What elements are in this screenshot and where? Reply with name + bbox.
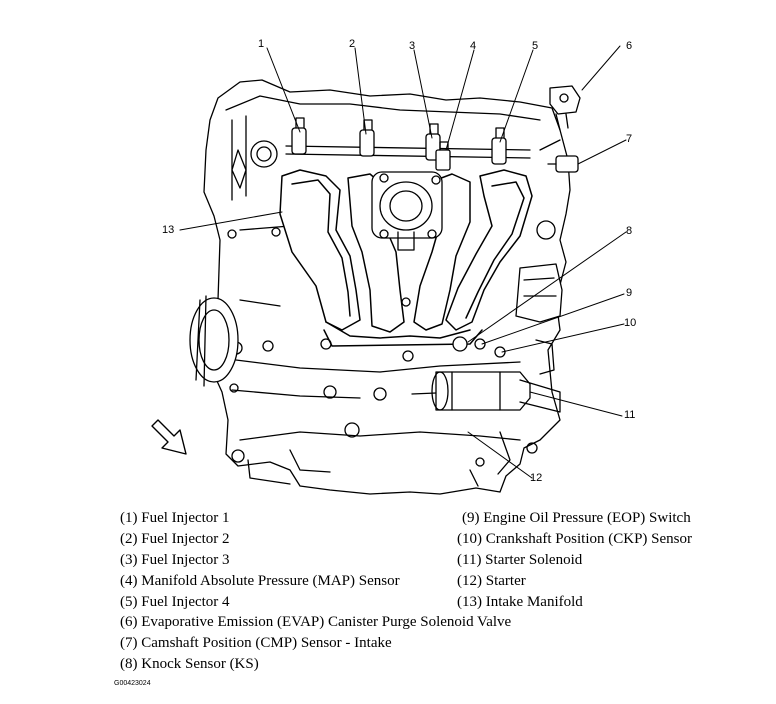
callout-2: 2: [349, 38, 356, 50]
map-sensor: [435, 141, 451, 171]
bolts: [227, 227, 485, 467]
callout-12: 12: [530, 472, 543, 484]
legend-item-7: (7) Camshaft Position (CMP) Sensor - Int…: [120, 635, 392, 651]
legend-item-9: (9) Engine Oil Pressure (EOP) Switch: [462, 510, 691, 526]
leader-lines: [179, 45, 627, 479]
callout-8: 8: [626, 225, 633, 237]
legend-item-12: (12) Starter: [457, 573, 526, 589]
legend-item-5: (5) Fuel Injector 4: [120, 594, 230, 610]
callout-10: 10: [624, 317, 637, 329]
intake-manifold: [279, 169, 533, 347]
legend-item-3: (3) Fuel Injector 3: [120, 552, 230, 568]
callout-5: 5: [532, 40, 539, 52]
callout-3: 3: [409, 40, 416, 52]
fuel-rail: [285, 117, 531, 165]
callout-6: 6: [626, 40, 633, 52]
legend-item-6: (6) Evaporative Emission (EVAP) Canister…: [120, 614, 512, 630]
front-arrow-icon: [151, 419, 187, 455]
legend-item-8: (8) Knock Sensor (KS): [120, 656, 259, 672]
callout-13: 13: [162, 224, 175, 236]
legend-item-4: (4) Manifold Absolute Pressure (MAP) Sen…: [120, 573, 400, 589]
callout-1: 1: [258, 38, 265, 50]
legend-item-11: (11) Starter Solenoid: [457, 552, 583, 568]
callout-9: 9: [626, 287, 633, 299]
figure-code: G00423024: [114, 680, 151, 687]
cmp-sensor: [547, 155, 579, 173]
starter-motor: [431, 371, 561, 413]
callout-7: 7: [626, 133, 633, 145]
lower-sensors: [452, 336, 506, 358]
legend-item-10: (10) Crankshaft Position (CKP) Sensor: [457, 531, 692, 547]
callout-11: 11: [624, 409, 636, 421]
throttle-body: [371, 171, 443, 251]
legend-item-2: (2) Fuel Injector 2: [120, 531, 230, 547]
legend-item-13: (13) Intake Manifold: [457, 594, 583, 610]
front-pulley: [189, 295, 239, 387]
oil-filter-housing: [515, 263, 563, 375]
callout-4: 4: [470, 40, 477, 52]
legend-item-1: (1) Fuel Injector 1: [120, 510, 230, 526]
evap-purge-valve: [549, 85, 581, 131]
